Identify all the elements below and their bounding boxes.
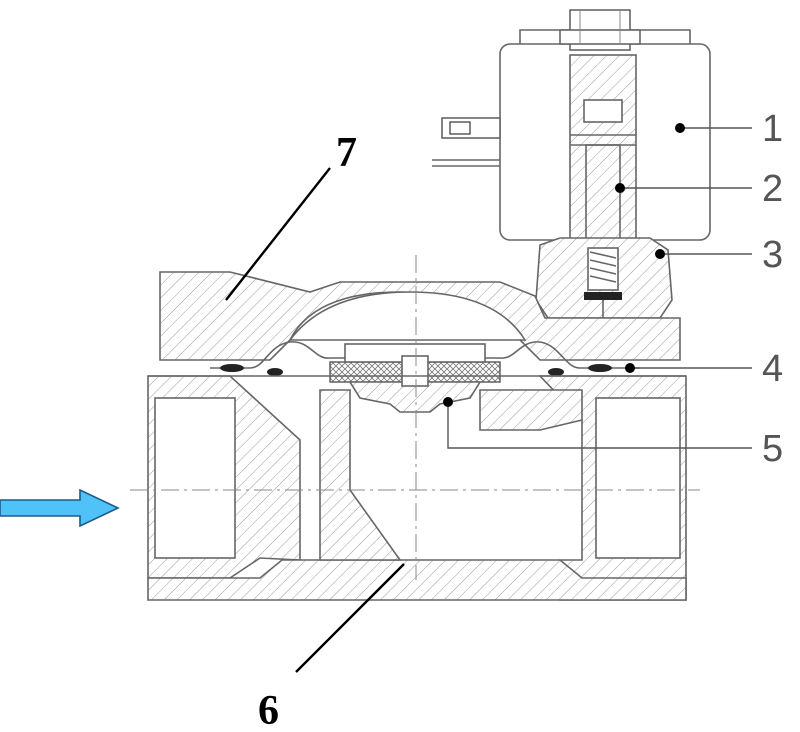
callout-2: 2 — [762, 168, 783, 210]
callout-dots — [443, 123, 685, 407]
armature-tube — [569, 54, 637, 246]
callout-1: 1 — [762, 108, 783, 150]
callout-3: 3 — [762, 234, 783, 276]
callout-4: 4 — [762, 348, 783, 390]
arrow-right-icon — [0, 488, 120, 528]
callout-7: 7 — [336, 130, 357, 176]
callout-6: 6 — [258, 688, 279, 732]
valve-body — [147, 375, 687, 601]
diaphragm-plate — [348, 355, 482, 413]
leader-lines — [225, 127, 752, 673]
valve-cover — [159, 271, 681, 361]
callout-5: 5 — [762, 428, 783, 470]
